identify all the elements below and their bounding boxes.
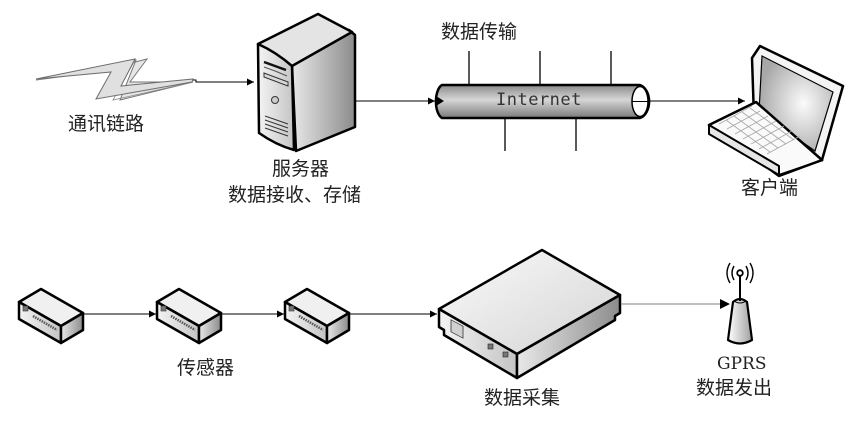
- server-tower-icon: [256, 12, 357, 153]
- server-label: 服务器: [272, 158, 330, 180]
- edge-collector-to-gprs: [621, 299, 730, 309]
- gprs-label: GPRS: [717, 354, 767, 374]
- collector-label: 数据采集: [484, 387, 561, 409]
- client-label: 客户端: [741, 177, 799, 199]
- sensor-box-icon: [155, 287, 223, 345]
- sensor-label: 传感器: [177, 357, 235, 379]
- gprs-sublabel: 数据发出: [696, 377, 773, 399]
- internet-label: Internet: [496, 90, 582, 110]
- server-sublabel: 数据接收、存储: [228, 184, 362, 206]
- sensor-box-icon: [17, 287, 85, 345]
- antenna-icon: [726, 262, 754, 345]
- data-transfer-label: 数据传输: [441, 21, 518, 43]
- comm-link-label: 通讯链路: [68, 113, 145, 135]
- data-collector-box-icon: [437, 248, 622, 380]
- lightning-bolt-shape: [35, 58, 194, 100]
- sensor-box-icon: [283, 287, 351, 345]
- edge-link-to-server: [193, 78, 254, 86]
- pipe-icon: [434, 51, 651, 151]
- laptop-icon: [707, 44, 845, 178]
